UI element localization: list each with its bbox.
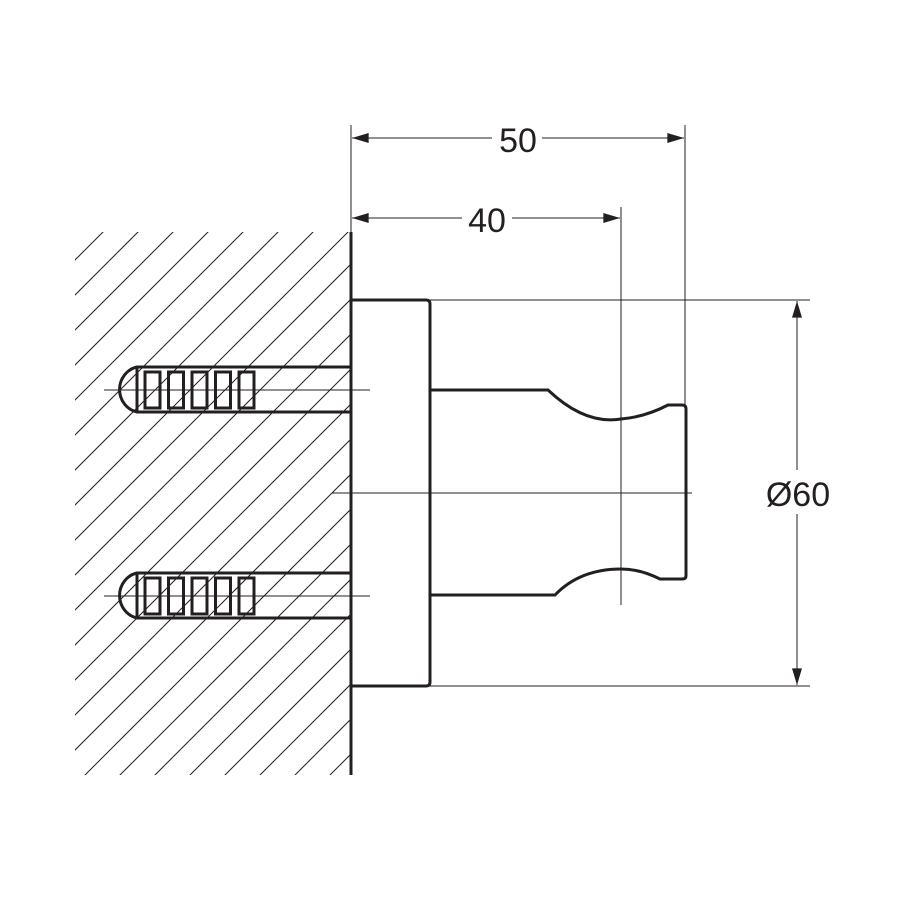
hatch-line [75,232,314,471]
hatch-line [75,403,351,681]
hatch-line [189,613,351,775]
hatch-line [154,578,351,775]
hatch-line [75,368,351,646]
dimension-label-40: 40 [468,202,506,240]
hatch-line [75,232,209,366]
hatch-line [75,333,351,611]
hatch-line [224,648,351,775]
hatch-line [75,232,174,331]
hatch-line [75,263,351,541]
hatch-line [75,473,351,751]
dimension-label-diameter: Ø60 [766,476,830,514]
hatch-line [119,543,351,775]
hatch-line [75,232,244,401]
hatch-line [0,220,80,800]
hatch-line [75,232,279,436]
hatch-line [259,683,351,775]
hatch-line [75,298,351,576]
hatch-line [75,232,139,296]
hatch-line [75,232,349,506]
hatch-line [294,718,351,775]
dimension-label-50: 50 [499,122,537,160]
hatch-line [75,438,351,716]
